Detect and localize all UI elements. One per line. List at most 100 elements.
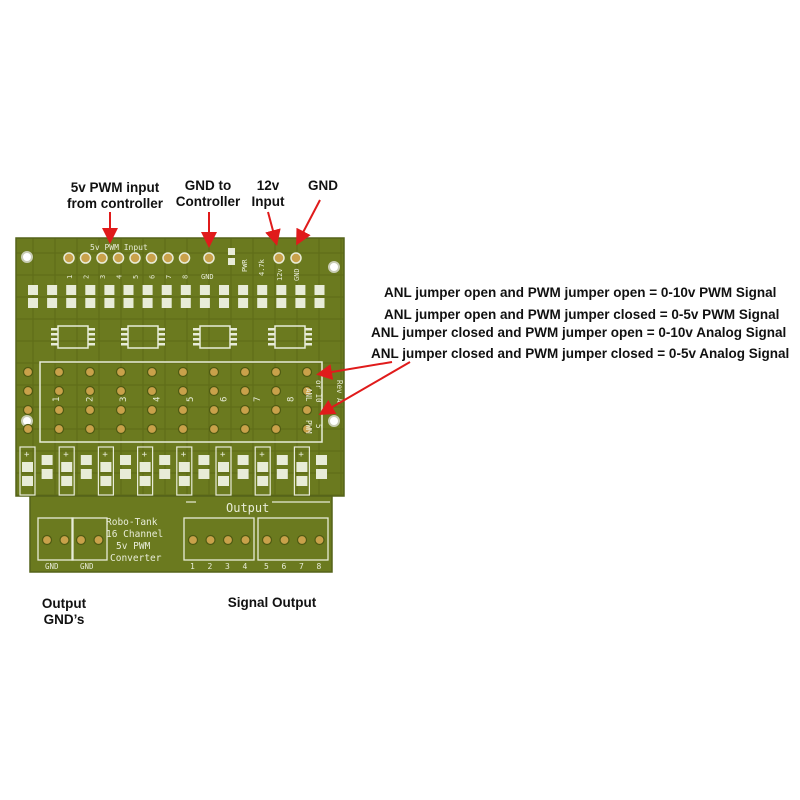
smd-pad xyxy=(120,469,131,479)
output-number: 3 xyxy=(225,562,230,571)
input-pin-number: 4 xyxy=(116,275,124,279)
input-pin xyxy=(63,252,75,264)
jumper-number: 8 xyxy=(287,397,297,402)
smd-pad xyxy=(104,285,115,295)
capacitor-outline xyxy=(254,446,271,496)
capacitor-pad xyxy=(61,462,73,472)
smd-pad xyxy=(314,298,325,308)
terminal-pin xyxy=(296,534,308,546)
ic-pin xyxy=(158,338,165,341)
terminal-pin xyxy=(59,534,70,546)
capacitor-pad xyxy=(257,462,269,472)
silk-gnd-terminal-1: GND xyxy=(45,562,59,571)
ic-pin xyxy=(230,338,237,341)
silk-resistor: 4.7k xyxy=(258,258,266,276)
jumper-legend-line-2: ANL jumper open and PWM jumper closed = … xyxy=(384,307,780,322)
ic-pin xyxy=(268,333,275,336)
silk-brand-3: 5v PWM xyxy=(116,541,151,552)
smd-pad xyxy=(47,285,58,295)
jumper-pin xyxy=(208,366,220,378)
jumper-legend-line-3: ANL jumper closed and PWM jumper open = … xyxy=(371,325,787,340)
ic-outline xyxy=(57,325,89,349)
terminal-pin xyxy=(279,534,290,546)
smd-pad xyxy=(180,298,191,308)
input-pin xyxy=(162,252,174,264)
jumper-number: 4 xyxy=(153,397,163,402)
terminal-block xyxy=(257,517,329,561)
capacitor-pad xyxy=(218,462,229,472)
capacitor-outline xyxy=(58,446,75,496)
smd-pad xyxy=(41,455,53,465)
ic-pin xyxy=(268,338,275,341)
jumper-pin xyxy=(53,404,65,416)
jumper-pin xyxy=(146,366,158,378)
upper-smd-pads xyxy=(28,285,325,308)
pcb-board-output xyxy=(29,495,333,573)
arrow-pwm-jumper xyxy=(318,361,411,416)
jumper-number: 7 xyxy=(253,397,263,402)
smd-pad xyxy=(161,285,172,295)
ic-pin xyxy=(193,333,200,336)
input-pin-number: 8 xyxy=(182,275,190,279)
capacitor-outline xyxy=(137,446,154,496)
silk-gnd-right: GND xyxy=(293,268,301,281)
ic-pin xyxy=(51,338,58,341)
smd-pad xyxy=(159,469,171,479)
callout-pwm-input-line1: 5v PWM input xyxy=(70,180,160,195)
terminal-pin xyxy=(222,534,234,546)
callout-12v-line1: 12v xyxy=(256,178,280,193)
jumper-pin xyxy=(84,423,96,435)
output-number: 2 xyxy=(208,562,213,571)
jumper-pin-grid xyxy=(22,366,313,435)
smd-pad xyxy=(316,469,327,479)
output-number: 6 xyxy=(282,562,287,571)
smd-pad xyxy=(219,298,229,308)
smd-pad xyxy=(199,298,210,308)
arrow-12v xyxy=(265,211,281,246)
smd-pad xyxy=(180,285,191,295)
smd-pad xyxy=(238,298,249,308)
smd-pad xyxy=(238,285,249,295)
input-pin-number: 7 xyxy=(165,275,173,279)
callout-signal-output: Signal Output xyxy=(222,595,322,611)
jumper-number: 6 xyxy=(220,397,230,402)
jumper-pin xyxy=(115,404,127,416)
ic-pin xyxy=(158,333,165,336)
capacitor-pad xyxy=(139,476,151,486)
silk-gnd-terminal-2: GND xyxy=(80,562,94,571)
ic-pin xyxy=(193,328,200,331)
smd-pad xyxy=(159,455,171,465)
jumper-pin xyxy=(22,385,34,397)
silk-input-header: 5v PWM Input xyxy=(90,243,148,252)
jumper-pin xyxy=(115,385,127,397)
input-pin xyxy=(112,252,125,264)
ic-pin xyxy=(305,343,312,346)
smd-pad xyxy=(237,455,249,465)
jumper-number: 5 xyxy=(186,397,196,402)
smd-pad xyxy=(80,455,92,465)
capacitor-plus: + xyxy=(24,450,30,460)
capacitor-pad xyxy=(100,476,112,486)
ic-pin xyxy=(88,338,95,341)
silk-brand-1: Robo-Tank xyxy=(106,517,158,528)
smd-pad xyxy=(276,469,288,479)
jumper-pin xyxy=(84,385,96,397)
jumper-pin xyxy=(84,404,96,416)
ic-pin xyxy=(305,338,312,341)
ic-outline xyxy=(199,325,231,349)
input-pin-number: 6 xyxy=(149,275,157,279)
terminal-block xyxy=(183,517,255,561)
smd-pad xyxy=(66,298,77,308)
jumper-pin xyxy=(270,385,282,397)
callout-gnd: GND xyxy=(301,178,345,194)
terminal-pin xyxy=(261,534,273,546)
ic-pin xyxy=(51,343,58,346)
capacitor-outline xyxy=(19,446,36,496)
callout-pwm-input-line2: from controller xyxy=(66,196,163,211)
jumper-legend-line-1: ANL jumper open and PWM jumper open = 0-… xyxy=(384,285,777,300)
terminal-pin xyxy=(75,534,87,546)
